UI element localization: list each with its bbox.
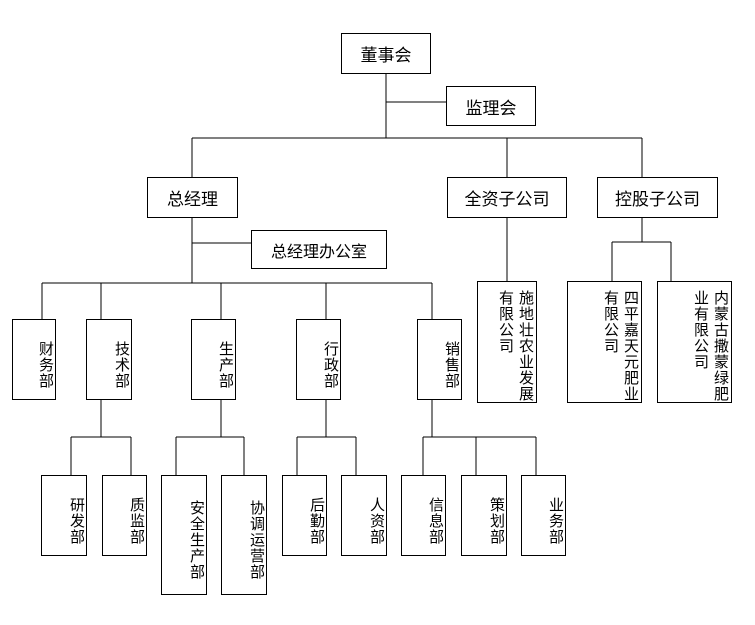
coordination-operation-dept-label: 协调运营部: [248, 500, 266, 580]
rd-dept-node: 研发部: [41, 475, 87, 556]
general-manager-label: 总经理: [167, 190, 218, 210]
neimeng-subsidiary-label: 内蒙古撒蒙绿肥业有限公司: [692, 290, 730, 402]
coordination-operation-dept-node: 协调运营部: [221, 475, 267, 595]
logistics-dept-label: 后勤部: [308, 496, 326, 545]
finance-dept-label: 财务部: [37, 340, 55, 389]
board-label: 董事会: [360, 46, 412, 66]
siping-subsidiary-node: 四平嘉天元肥业有限公司: [567, 281, 642, 403]
production-dept-node: 生产部: [191, 319, 236, 400]
qc-dept-node: 质监部: [102, 475, 147, 556]
safety-production-dept-label: 安全生产部: [188, 500, 206, 580]
wholly-owned-label: 全资子公司: [464, 190, 550, 210]
administration-dept-label: 行政部: [322, 340, 340, 389]
business-dept-label: 业务部: [547, 496, 565, 545]
holding-label: 控股子公司: [615, 190, 700, 210]
qc-dept-label: 质监部: [128, 496, 146, 545]
shidi-subsidiary-label: 施地壮农业发展有限公司: [497, 290, 535, 402]
shidi-subsidiary-node: 施地壮农业发展有限公司: [477, 281, 537, 403]
planning-dept-label: 策划部: [488, 496, 506, 545]
board-node: 董事会: [341, 33, 431, 74]
business-dept-node: 业务部: [521, 475, 566, 556]
logistics-dept-node: 后勤部: [282, 475, 327, 556]
planning-dept-node: 策划部: [461, 475, 507, 556]
technology-dept-label: 技术部: [113, 340, 131, 389]
gm-office-node: 总经理办公室: [251, 230, 387, 269]
sales-dept-label: 销售部: [443, 340, 461, 389]
siping-subsidiary-label: 四平嘉天元肥业有限公司: [602, 290, 640, 402]
neimeng-subsidiary-node: 内蒙古撒蒙绿肥业有限公司: [657, 281, 732, 403]
info-dept-node: 信息部: [401, 475, 446, 556]
production-dept-label: 生产部: [217, 340, 235, 389]
hr-dept-label: 人资部: [368, 496, 386, 545]
technology-dept-node: 技术部: [86, 319, 132, 400]
general-manager-node: 总经理: [147, 177, 238, 218]
sales-dept-node: 销售部: [417, 319, 462, 400]
wholly-owned-subsidiary-node: 全资子公司: [447, 177, 567, 218]
gm-office-label: 总经理办公室: [270, 241, 367, 261]
supervisory-board-node: 监理会: [446, 86, 536, 126]
administration-dept-node: 行政部: [296, 319, 341, 400]
rd-dept-label: 研发部: [68, 496, 86, 545]
holding-subsidiary-node: 控股子公司: [597, 177, 718, 218]
safety-production-dept-node: 安全生产部: [161, 475, 207, 595]
finance-dept-node: 财务部: [12, 319, 56, 400]
info-dept-label: 信息部: [427, 496, 445, 545]
supervisory-board-label: 监理会: [465, 98, 517, 119]
hr-dept-node: 人资部: [341, 475, 387, 556]
